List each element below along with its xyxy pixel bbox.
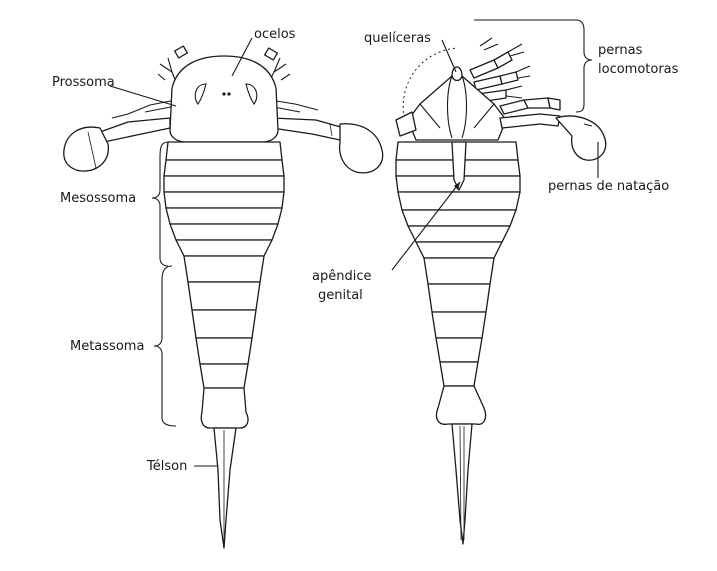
dorsal-swimming-legs [63,117,384,174]
metassoma-bracket [153,265,177,427]
prossoma-leader [109,85,177,107]
pernas-locomotoras-bracket [474,19,593,113]
label-ocelos: ocelos [254,27,296,42]
label-pernas-locomotoras-line2: locomotoras [598,62,679,77]
label-metassoma: Metassoma [70,339,144,354]
label-prossoma: Prossoma [52,75,115,90]
queliceras-leader [441,39,457,73]
label-apendice-genital-line1: apêndice [312,269,371,284]
label-apendice-genital-line2: genital [318,288,363,303]
apendice-genital-arrowhead [454,182,460,190]
ventral-pretelson [435,385,487,425]
dorsal-view-specimen [63,45,384,549]
dorsal-mesosoma-segments [163,141,285,257]
dorsal-ocelli [222,92,226,96]
apendice-genital-leader [391,181,461,271]
dorsal-pretelson [200,387,249,429]
ventral-genital-appendage [451,141,467,191]
ventral-telson-spine [451,423,473,545]
dorsal-telson-spine [213,427,237,549]
label-mesossoma: Mesossoma [60,191,136,206]
ventral-view-specimen [395,37,607,545]
label-pernas-natacao: pernas de natação [548,179,669,194]
mesossoma-bracket [151,141,169,267]
ocelos-leader [231,37,253,77]
dorsal-left-compound-eye [194,83,207,105]
ventral-chelicerae [451,66,463,82]
ventral-swimming-leg [499,97,607,161]
dorsal-right-compound-eye [245,83,258,105]
ventral-dotted-leg-outline [402,47,459,119]
dorsal-prosoma-carapace [169,55,279,143]
label-telson: Télson [146,459,187,474]
ventral-metasoma-segments [423,257,495,387]
label-pernas-locomotoras-line1: pernas [598,43,643,58]
label-queliceras: quelíceras [364,31,431,46]
dorsal-metasoma-segments [183,255,265,389]
